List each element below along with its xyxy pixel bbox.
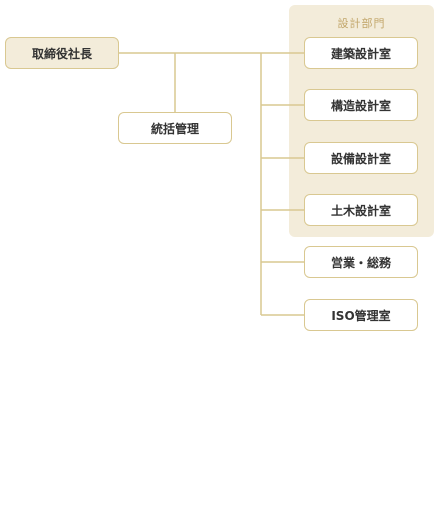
node-equipment-design: 設備設計室 — [304, 142, 418, 174]
node-sales-general-affairs: 営業・総務 — [304, 246, 418, 278]
node-architectural-design: 建築設計室 — [304, 37, 418, 69]
design-group-title: 設計部門 — [337, 17, 386, 30]
node-structural-design: 構造設計室 — [304, 89, 418, 121]
node-management: 統括管理 — [118, 112, 232, 144]
node-ceo: 取締役社長 — [5, 37, 119, 69]
node-iso-management: ISO管理室 — [304, 299, 418, 331]
node-civil-design: 土木設計室 — [304, 194, 418, 226]
